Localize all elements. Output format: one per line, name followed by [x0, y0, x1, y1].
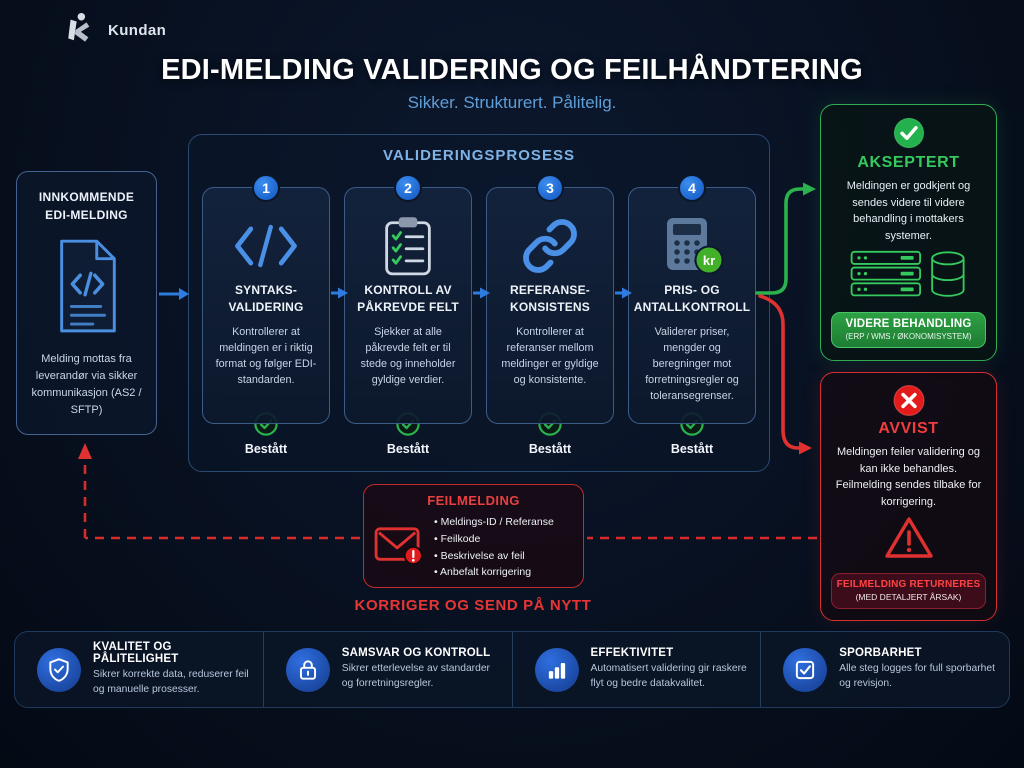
bar-chart-icon: [534, 647, 579, 692]
list-item: Anbefalt korrigering: [434, 564, 554, 581]
success-check-icon: [893, 117, 924, 149]
error-x-icon: [892, 384, 925, 417]
checklist-icon: [382, 212, 434, 280]
step-number-badge: 4: [678, 174, 706, 202]
step-title: SYNTAKS-VALIDERING: [228, 283, 304, 314]
step-price-quantity: 4 kr PRIS- OG ANTALLKONTROLL: [628, 174, 756, 458]
step-description: Validerer priser, mengder og beregninger…: [645, 325, 739, 403]
benefit-traceability: SPORBARHET Alle steg logges for full spo…: [760, 632, 1009, 707]
accepted-box: AKSEPTERT Meldingen er godkjent og sende…: [820, 104, 997, 361]
button-label: VIDERE BEHANDLING: [845, 318, 972, 330]
incoming-title: INNKOMMENDE EDI-MELDING: [38, 190, 135, 222]
feilmelding-returneres-button: FEILMELDING RETURNERES (MED DETALJERT ÅR…: [831, 573, 986, 609]
button-label: FEILMELDING RETURNERES: [836, 579, 981, 590]
step-card: 3 REFERANSE-KONSISTENS Kontrollerer at r…: [486, 174, 614, 424]
step-number-badge: 1: [252, 174, 280, 202]
benefit-description: Automatisert validering gir raskere flyt…: [590, 663, 747, 689]
list-item: Feilkode: [434, 531, 554, 548]
process-title: VALIDERINGSPROSESS: [383, 147, 575, 164]
feedback-arrowhead: [78, 443, 92, 459]
brand: Kundan: [64, 12, 166, 49]
step-card: 1 SYNTAKS-VALIDERING Kontrollerer at mel…: [202, 174, 330, 424]
error-message-list: Meldings-ID / Referanse Feilkode Beskriv…: [434, 514, 554, 581]
error-message-box: FEILMELDING Meldings-ID / Referanse Feil…: [363, 484, 584, 588]
step-number-badge: 3: [536, 174, 564, 202]
incoming-description: Melding mottas fra leverandør via sikker…: [31, 353, 142, 417]
link-icon: [521, 212, 579, 280]
accepted-description: Meldingen er godkjent og sendes videre t…: [846, 180, 971, 242]
step-status-label: Bestått: [528, 442, 572, 456]
accepted-title: AKSEPTERT: [857, 154, 960, 171]
step-status-label: Bestått: [386, 442, 430, 456]
rejected-box: AVVIST Meldingen feiler validering og ka…: [820, 372, 997, 621]
arrow-incoming-to-process: [159, 288, 189, 300]
benefit-compliance: SAMSVAR OG KONTROLL Sikrer etterlevelse …: [262, 632, 512, 707]
page-title: EDI-MELDING VALIDERING OG FEILHÅNDTERING: [161, 54, 863, 86]
step-syntax-validation: 1 SYNTAKS-VALIDERING Kontrollerer at mel…: [202, 174, 330, 458]
benefits-bar: KVALITET OG PÅLITELIGHET Sikrer korrekte…: [14, 631, 1010, 708]
benefit-title: SAMSVAR OG KONTROLL: [341, 647, 491, 660]
step-number-badge: 2: [394, 174, 422, 202]
lock-icon: [285, 647, 330, 692]
calculator-kr-icon: kr: [659, 212, 725, 280]
button-sublabel: (MED DETALJERT ÅRSAK): [855, 592, 962, 602]
step-card: 4 kr PRIS- OG ANTALLKONTROLL: [628, 174, 756, 424]
incoming-edi-box: INNKOMMENDE EDI-MELDING Melding mottas f…: [16, 171, 157, 435]
videre-behandling-button: VIDERE BEHANDLING (ERP / WMS / ØKONOMISY…: [831, 312, 986, 348]
step-status-label: Bestått: [244, 442, 288, 456]
warning-triangle-icon: [883, 515, 935, 566]
button-sublabel: (ERP / WMS / ØKONOMISYSTEM): [845, 332, 972, 341]
step-status-label: Bestått: [670, 442, 714, 456]
rejected-description: Meldingen feiler validering og kan ikke …: [835, 446, 982, 508]
step-status: Bestått: [202, 411, 330, 458]
kundan-logo-icon: [64, 12, 94, 49]
mail-alert-icon: [374, 524, 424, 571]
benefit-efficiency: EFFEKTIVITET Automatisert validering gir…: [511, 632, 761, 707]
benefit-quality: KVALITET OG PÅLITELIGHET Sikrer korrekte…: [15, 632, 263, 707]
kr-badge-text: kr: [703, 253, 715, 268]
benefit-title: SPORBARHET: [839, 647, 922, 660]
step-title: PRIS- OG ANTALLKONTROLL: [633, 283, 751, 314]
benefit-title: KVALITET OG PÅLITELIGHET: [93, 641, 179, 666]
benefit-description: Sikrer korrekte data, reduserer feil og …: [93, 669, 249, 695]
page-subtitle: Sikker. Strukturert. Pålitelig.: [407, 93, 617, 112]
process-steps: 1 SYNTAKS-VALIDERING Kontrollerer at mel…: [189, 174, 769, 458]
list-item: Beskrivelse av feil: [434, 548, 554, 565]
step-description: Sjekker at alle påkrevde felt er til ste…: [360, 325, 456, 387]
step-card: 2 KONTROLL AV PÅKREVDE: [344, 174, 472, 424]
step-required-fields: 2 KONTROLL AV PÅKREVDE: [344, 174, 472, 458]
edi-document-icon: [48, 238, 126, 339]
step-reference-consistency: 3 REFERANSE-KONSISTENS Kontrollerer at r…: [486, 174, 614, 458]
list-item: Meldings-ID / Referanse: [434, 514, 554, 531]
retry-label: KORRIGER OG SEND PÅ NYTT: [354, 597, 592, 614]
server-database-icon: [848, 250, 970, 305]
benefit-title: EFFEKTIVITET: [590, 647, 674, 660]
rejected-title: AVVIST: [878, 420, 939, 437]
code-icon: [228, 212, 304, 280]
step-title: KONTROLL AV PÅKREVDE FELT: [357, 283, 459, 314]
error-message-title: FEILMELDING: [427, 493, 520, 508]
benefit-description: Sikrer etterlevelse av standarder og for…: [341, 663, 490, 689]
step-title: REFERANSE-KONSISTENS: [509, 283, 590, 314]
brand-name: Kundan: [108, 22, 167, 39]
step-description: Kontrollerer at referanser mellom meldin…: [501, 325, 599, 387]
step-description: Kontrollerer at meldingen er i riktig fo…: [215, 325, 317, 387]
benefit-description: Alle steg logges for full sporbarhet og …: [839, 663, 995, 689]
shield-check-icon: [37, 647, 81, 692]
validation-process-panel: VALIDERINGSPROSESS 1 SYNTAKS-VALIDERING …: [188, 134, 770, 472]
checkbox-icon: [783, 647, 828, 692]
